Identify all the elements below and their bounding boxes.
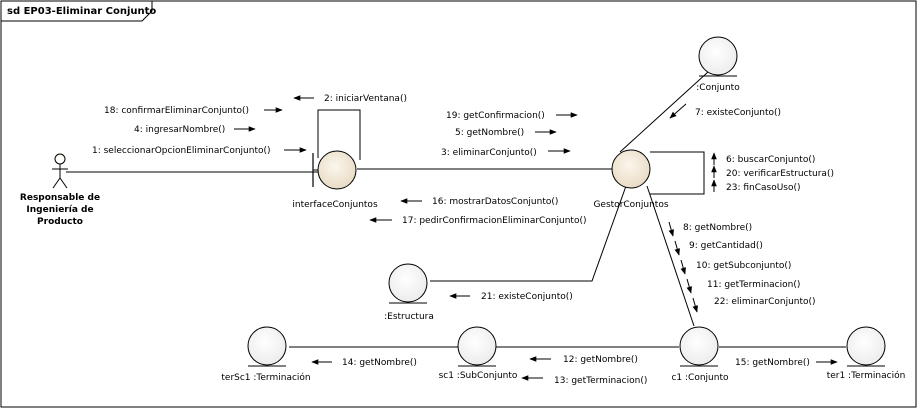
actor-head [54,153,66,165]
tersc1-terminacion-label: terSc1 :Terminación [221,372,310,383]
message-4-label: 4: ingresarNombre() [134,125,225,135]
entity-circle [247,326,287,366]
interface-conjuntos-label: interfaceConjuntos [292,200,378,210]
actor-responsable[interactable] [52,153,68,189]
message-6-label: 6: buscarConjunto() [726,155,815,165]
estructura-label: :Estructura [384,312,434,322]
self-link-gestor [650,151,705,195]
message-10-arrow [680,259,686,275]
boundary-circle [317,150,357,190]
sc1-subconjunto-label: sc1 :SubConjunto [439,371,518,381]
entity-circle [388,263,428,303]
message-16-label: 16: mostrarDatosConjunto() [432,197,558,207]
link-gestor-conjunto [619,71,709,153]
message-13-label: 13: getTerminacion() [554,376,647,386]
message-23-label: 23: finCasoUso() [726,183,801,193]
tersc1-terminacion-entity[interactable] [247,326,287,367]
message-8-label: 8: getNombre() [683,223,752,233]
gestor-conjuntos-label: GestorConjuntos [593,200,668,210]
message-3-label: 3: eliminarConjunto() [441,148,537,158]
message-9-label: 9: getCantidad() [689,241,763,251]
actor-leg-left [52,177,61,189]
self-link-interface [317,109,361,160]
message-15-label: 15: getNombre() [735,358,810,368]
message-17-label: 17: pedirConfirmacionEliminarConjunto() [402,216,587,226]
message-2-label: 2: iniciarVentana() [324,94,407,104]
message-8-arrow [668,221,674,237]
message-7-arrow [669,103,687,119]
actor-name-line1: Responsable de [20,193,100,203]
ter1-terminacion-label: ter1 :Terminación [827,370,906,381]
conjunto-entity[interactable] [698,36,738,77]
gestor-conjuntos-control[interactable] [611,149,651,189]
conjunto-label: :Conjunto [696,83,740,93]
interface-conjuntos-boundary[interactable] [312,150,357,190]
c1-conjunto-entity[interactable] [679,326,719,367]
entity-circle [698,36,738,76]
message-22-arrow [692,297,698,313]
entity-circle [457,326,497,366]
estructura-entity[interactable] [388,263,428,304]
entity-circle [846,326,886,366]
message-7-label: 7: existeConjunto() [695,108,781,118]
link-gestor-c1 [646,185,695,327]
message-18-label: 18: confirmarEliminarConjunto() [104,106,249,116]
message-10-label: 10: getSubconjunto() [696,261,791,271]
message-9-arrow [674,240,680,256]
sc1-subconjunto-entity[interactable] [457,326,497,367]
actor-leg-right [59,177,68,189]
entity-circle [679,326,719,366]
message-21-label: 21: existeConjunto() [481,292,573,302]
frame-title: sd EP03-Eliminar Conjunto [7,6,156,17]
message-11-arrow [686,278,692,294]
message-19-label: 19: getConfirmacion() [446,111,545,121]
ter1-terminacion-entity[interactable] [846,326,886,367]
frame-title-tab [0,0,153,22]
message-20-label: 20: verificarEstructura() [726,169,834,179]
message-5-label: 5: getNombre() [455,128,524,138]
message-12-label: 12: getNombre() [563,355,638,365]
message-14-label: 14: getNombre() [342,358,417,368]
message-11-label: 11: getTerminacion() [707,280,800,290]
message-1-label: 1: seleccionarOpcionEliminarConjunto() [92,146,271,156]
c1-conjunto-label: c1 :Conjunto [671,373,728,383]
link-gestor-estructura [430,185,627,282]
actor-name-line3: Producto [37,217,83,227]
message-22-label: 22: eliminarConjunto() [714,297,816,307]
control-circle [611,149,651,189]
actor-name-line2: Ingeniería de [26,205,93,215]
